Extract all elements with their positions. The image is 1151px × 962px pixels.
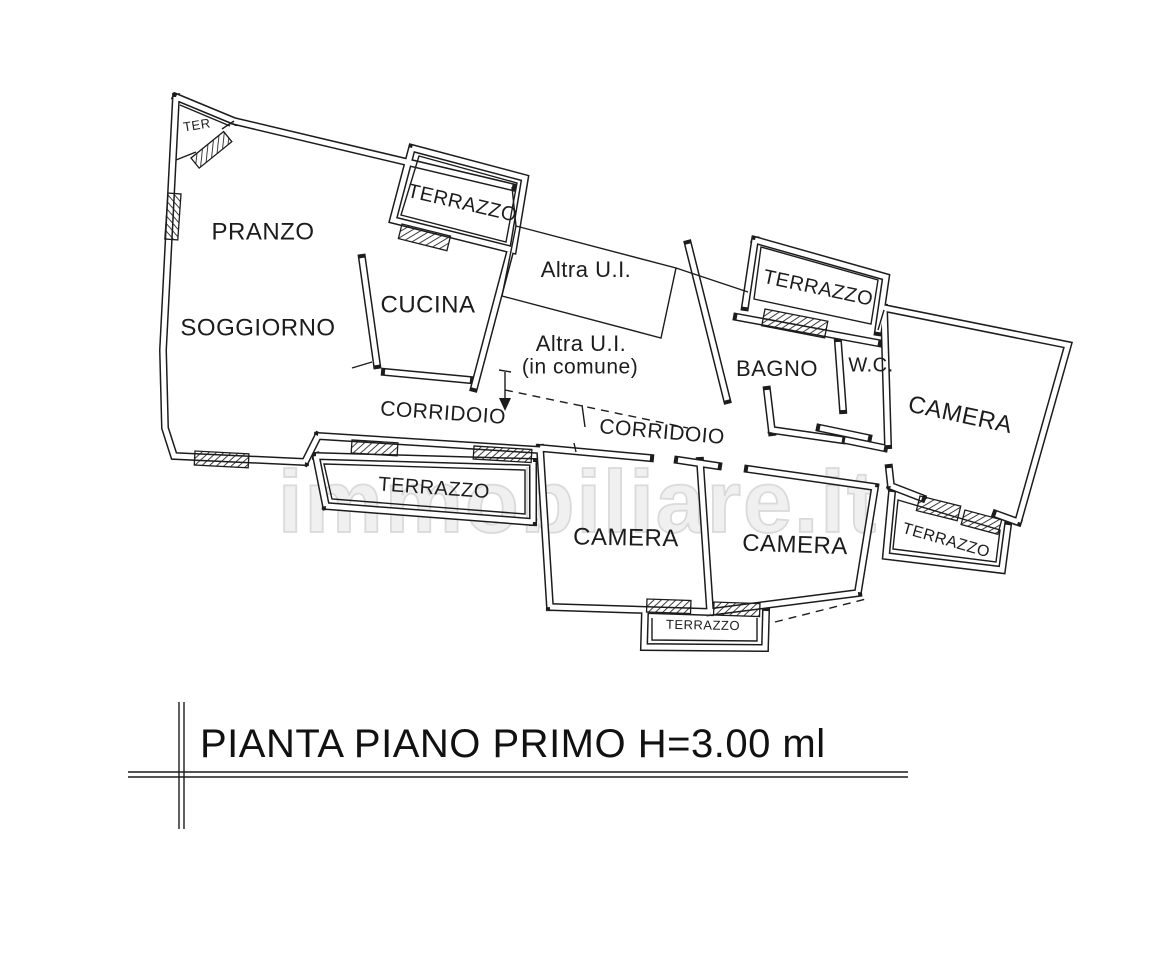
connector-lines: [175, 104, 885, 453]
window-bagno-terrazzo: [760, 308, 829, 339]
room-label-altra-ui-comune-line2: (in comune): [522, 356, 638, 379]
plan-title: PIANTA PIANO PRIMO H=3.00 ml: [200, 722, 826, 766]
room-label-camera-bottom: CAMERA: [742, 530, 849, 561]
room-label-pranzo: PRANZO: [211, 218, 314, 245]
room-label-ter: TER: [182, 115, 212, 134]
window-camera-right-1: [915, 495, 962, 522]
altra-ui-unit-outline: [501, 225, 677, 339]
room-label-wc: W.C.: [848, 354, 893, 376]
room-label-altra-ui-comune-line1: Altra U.I.: [536, 331, 627, 356]
window-left-wall: [164, 192, 182, 241]
watermark: immobiliare.it: [278, 452, 878, 551]
window-corridoio-2: [472, 445, 533, 464]
entrance-arrow: [498, 369, 512, 411]
window-corridoio-1: [350, 439, 399, 457]
window-soggiorno: [193, 450, 250, 469]
room-label-soggiorno: SOGGIORNO: [180, 314, 335, 341]
title-rule-horizontal: [128, 771, 908, 778]
room-label-bagno: BAGNO: [736, 356, 818, 381]
thin-lines: [175, 104, 1001, 642]
window-camera-mid: [645, 598, 692, 615]
room-label-cucina: CUCINA: [380, 291, 475, 318]
window-symbols: [164, 130, 1003, 618]
room-label-corridoio-left: CORRIDOIO: [379, 397, 506, 429]
room-label-corridoio-right: CORRIDOIO: [598, 415, 725, 449]
window-terrazzo-top: [397, 223, 452, 252]
window-ter: [190, 130, 233, 170]
title-block: PIANTA PIANO PRIMO H=3.00 ml: [128, 702, 908, 829]
window-camera-right-2: [960, 509, 1003, 536]
title-rule-vertical: [178, 702, 185, 829]
room-label-altra-ui: Altra U.I.: [541, 257, 632, 282]
room-label-terrazzo-bottom: TERRAZZO: [666, 617, 740, 633]
common-area-dashed-line: [504, 389, 871, 623]
window-camera-bottom: [712, 601, 761, 618]
room-label-camera-right: CAMERA: [906, 391, 1015, 439]
room-label-camera-mid: CAMERA: [573, 523, 679, 552]
terrace-inner-lines: [323, 155, 1001, 642]
